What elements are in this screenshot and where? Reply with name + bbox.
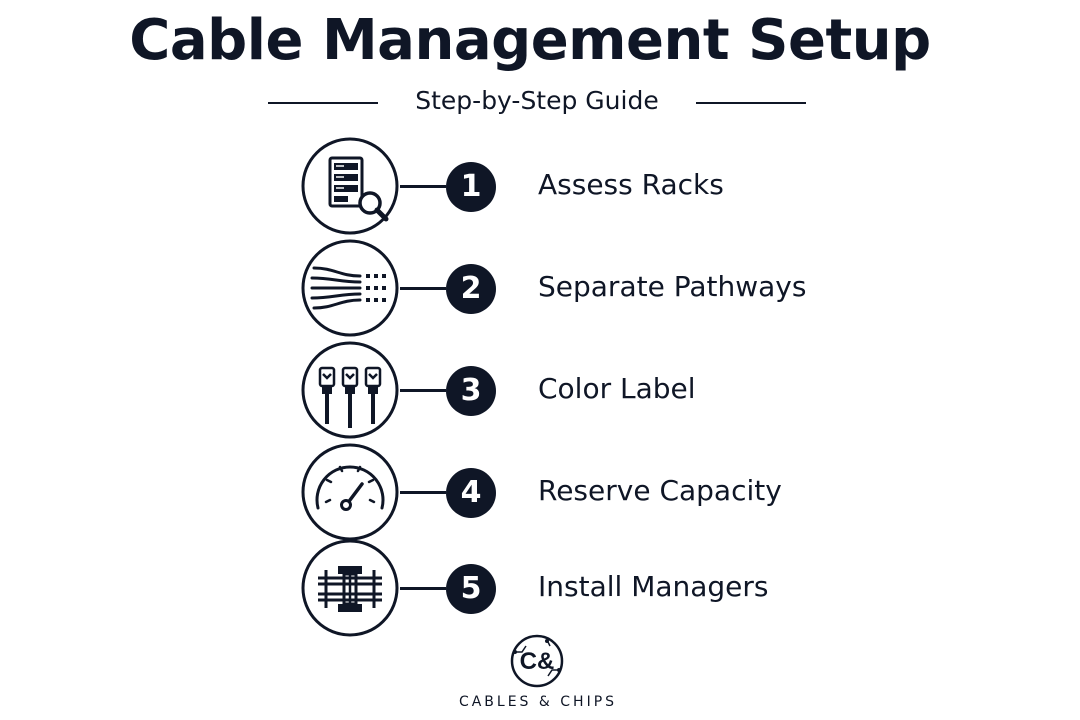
subtitle-divider-left (268, 102, 378, 104)
cables-chips-logo-icon: C& (510, 634, 564, 688)
step-5-connector (400, 587, 446, 590)
subtitle-row: Step-by-Step Guide (268, 86, 808, 120)
logo-mark-text: C& (520, 648, 555, 675)
step-2-label: Separate Pathways (538, 270, 807, 303)
step-4: 4 Reserve Capacity (300, 442, 860, 542)
server-rack-search-icon (301, 137, 399, 235)
step-5: 5 Install Managers (300, 538, 860, 638)
step-1-label: Assess Racks (538, 168, 724, 201)
step-2-number: 2 (446, 264, 496, 314)
step-1-connector (400, 185, 446, 188)
step-2-connector (400, 287, 446, 290)
ethernet-connectors-icon (301, 341, 399, 439)
step-1-number: 1 (446, 162, 496, 212)
cable-manager-grid-icon (301, 539, 399, 637)
page-title: Cable Management Setup (129, 8, 931, 73)
step-5-label: Install Managers (538, 570, 769, 603)
step-4-connector (400, 491, 446, 494)
cable-pathways-icon (301, 239, 399, 337)
step-3-number: 3 (446, 366, 496, 416)
subtitle-divider-right (696, 102, 806, 104)
step-2: 2 Separate Pathways (300, 238, 860, 338)
step-4-label: Reserve Capacity (538, 474, 782, 507)
step-1: 1 Assess Racks (300, 136, 860, 236)
brand-logo: C& CABLES & CHIPS (440, 632, 640, 716)
step-3-connector (400, 389, 446, 392)
step-4-number: 4 (446, 468, 496, 518)
step-5-number: 5 (446, 564, 496, 614)
brand-name: CABLES & CHIPS (458, 694, 618, 710)
gauge-icon (301, 443, 399, 541)
page-subtitle: Step-by-Step Guide (415, 86, 659, 115)
step-3-label: Color Label (538, 372, 696, 405)
step-3: 3 Color Label (300, 340, 860, 440)
